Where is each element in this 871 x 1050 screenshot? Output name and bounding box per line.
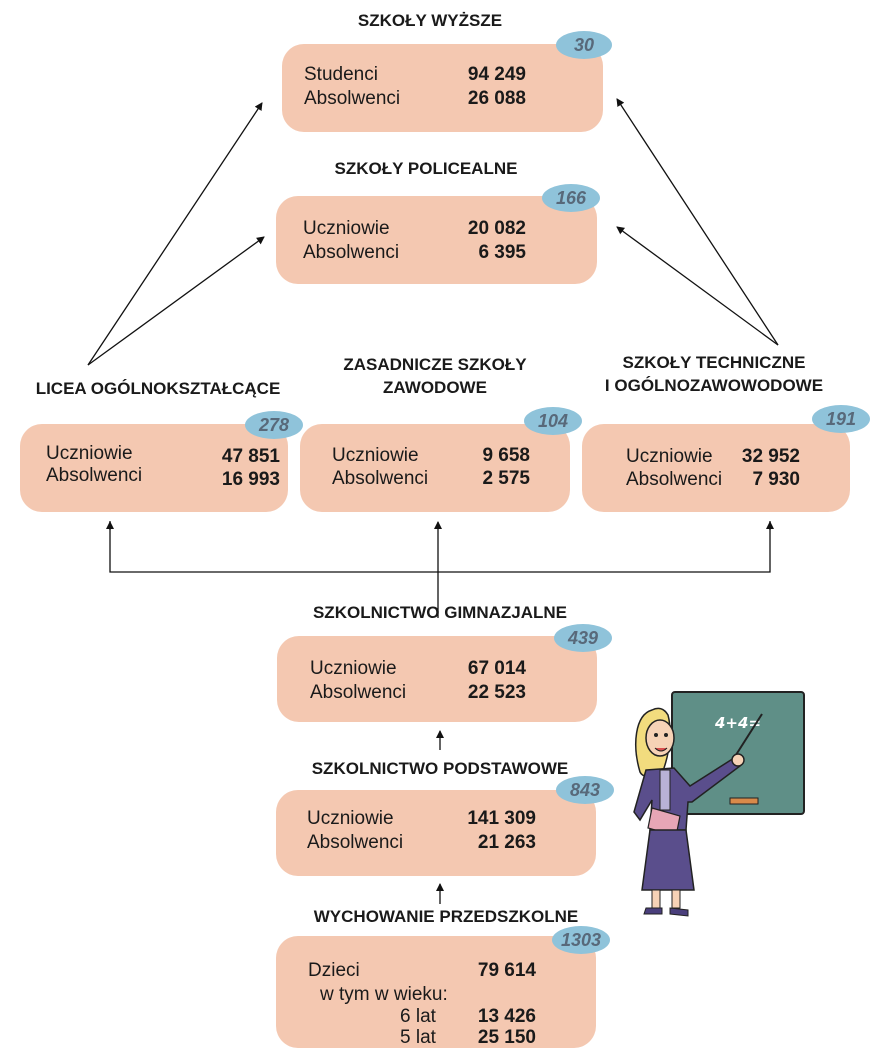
badge-primary: 843 (556, 776, 614, 804)
label-graduates-postsecondary: Absolwenci (303, 242, 400, 263)
board-text: 4+4= (714, 714, 761, 732)
box-primary (276, 790, 596, 876)
label-pupils-licea: Uczniowie (46, 443, 133, 464)
arrow-technical-to-higher (616, 98, 779, 346)
title-preschool: WYCHOWANIE PRZEDSZKOLNE (313, 907, 579, 926)
badge-higher: 30 (556, 31, 612, 59)
arrow-licea-to-higher (87, 102, 263, 366)
label-graduates-gymnasium: Absolwenci (310, 682, 407, 703)
value-graduates-primary: 21 263 (477, 832, 536, 853)
value-pupils-postsecondary: 20 082 (467, 218, 526, 239)
label-graduates-primary: Absolwenci (307, 832, 404, 853)
badge-preschool: 1303 (552, 926, 610, 954)
value-pupils-gymnasium: 67 014 (467, 658, 526, 679)
title-vocational-line2: ZAWODOWE (383, 378, 487, 397)
value-pupils-technical: 32 952 (741, 446, 800, 467)
value-graduates-licea: 16 993 (221, 469, 280, 490)
value-pupils-vocational: 9 658 (482, 445, 530, 466)
label-students: Studenci (304, 64, 378, 85)
value-pupils-licea: 47 851 (221, 446, 280, 467)
label-pupils-technical: Uczniowie (626, 446, 713, 467)
box-technical (582, 424, 850, 512)
title-gymnasium: SZKOLNICTWO GIMNAZJALNE (312, 603, 568, 622)
title-vocational-line1: ZASADNICZE SZKOŁY (343, 355, 527, 374)
value-graduates-higher: 26 088 (467, 88, 526, 109)
label-pupils-vocational: Uczniowie (332, 445, 419, 466)
badge-gymnasium: 439 (554, 624, 612, 652)
box-licea (20, 424, 288, 512)
value-children: 79 614 (477, 960, 536, 981)
label-age-group: w tym w wieku: (320, 984, 448, 1005)
label-age5: 5 lat (400, 1027, 436, 1048)
value-graduates-gymnasium: 22 523 (467, 682, 526, 703)
arrow-technical-to-postsecondary (616, 226, 779, 346)
teacher-illustration: 4+4= (633, 691, 805, 917)
badge-vocational: 104 (524, 407, 582, 435)
value-graduates-vocational: 2 575 (482, 468, 530, 489)
label-pupils-gymnasium: Uczniowie (310, 658, 397, 679)
box-preschool (276, 936, 596, 1048)
title-licea: LICEA OGÓLNOKSZTAŁCĄCE (35, 379, 281, 398)
value-age6: 13 426 (477, 1006, 536, 1027)
label-pupils-primary: Uczniowie (307, 808, 394, 829)
title-higher: SZKOŁY WYŻSZE (357, 11, 503, 30)
value-age5: 25 150 (477, 1027, 536, 1048)
arrow-licea-to-postsecondary (87, 236, 265, 366)
badge-licea: 278 (245, 411, 303, 439)
value-graduates-technical: 7 930 (752, 469, 800, 490)
label-graduates-licea: Absolwenci (46, 465, 143, 486)
badge-technical: 191 (812, 405, 870, 433)
box-postsecondary (276, 196, 597, 284)
label-graduates-vocational: Absolwenci (332, 468, 429, 489)
value-graduates-postsecondary: 6 395 (478, 242, 526, 263)
value-students: 94 249 (467, 64, 526, 85)
label-graduates-higher: Absolwenci (304, 88, 401, 109)
bracket-gymnasium (109, 521, 771, 573)
box-vocational (300, 424, 570, 512)
label-graduates-technical: Absolwenci (626, 469, 723, 490)
title-technical-line1: SZKOŁY TECHNICZNE (622, 353, 806, 372)
label-children: Dzieci (308, 960, 360, 981)
title-primary: SZKOLNICTWO PODSTAWOWE (311, 759, 569, 778)
title-technical-line2: I OGÓLNOZAWOWODOWE (604, 376, 824, 395)
box-higher (282, 44, 603, 132)
label-pupils-postsecondary: Uczniowie (303, 218, 390, 239)
box-gymnasium (277, 636, 597, 722)
badge-postsecondary: 166 (542, 184, 600, 212)
value-pupils-primary: 141 309 (467, 808, 536, 829)
title-postsecondary: SZKOŁY POLICEALNE (334, 159, 518, 178)
label-age6: 6 lat (400, 1006, 436, 1027)
